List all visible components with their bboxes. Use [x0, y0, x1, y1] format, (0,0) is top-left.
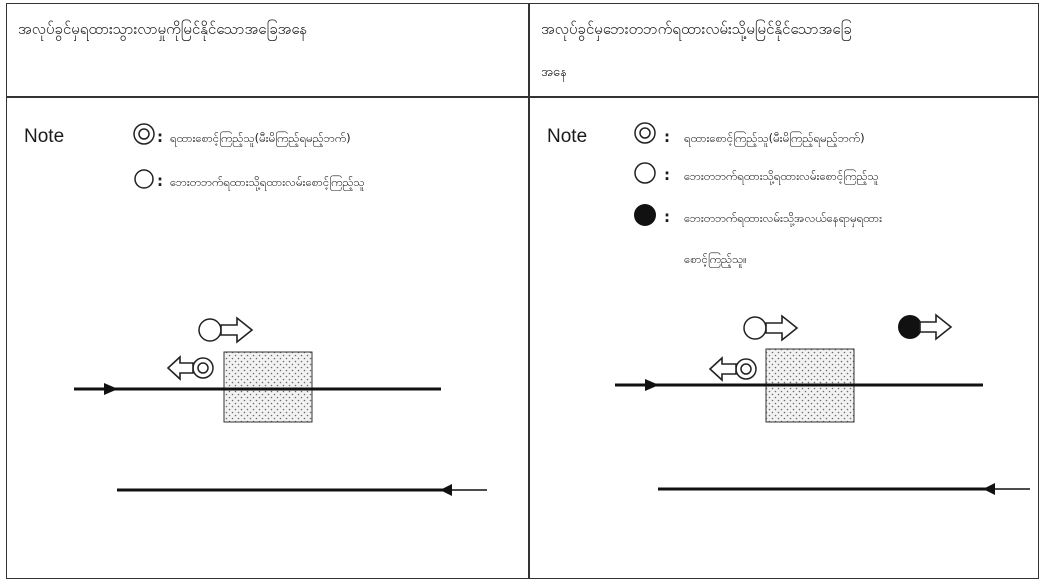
right-legend-colon-1: :: [664, 128, 670, 146]
left-lower-track-direction-arrow-icon: [440, 484, 452, 496]
right-legend-text-2: ဘေးတဘက်ရထားသို့ရထားလမ်းစောင့်ကြည့်သူ: [684, 169, 879, 183]
right-lower-track-direction-arrow-icon: [983, 483, 995, 495]
left-train-lookout-double-circle-icon: [192, 357, 214, 379]
row-divider: [6, 96, 1039, 98]
left-adjacent-lookout-open-circle-icon: [198, 318, 222, 342]
right-middle-lookout-arrow-icon: [919, 313, 953, 341]
left-legend-double-circle-icon: [133, 123, 155, 145]
right-legend-filled-circle-icon: [634, 204, 656, 226]
right-legend-text-3b: စောင့်ကြည့်သူ။: [684, 252, 747, 266]
right-note-label: Note: [547, 126, 588, 147]
right-header-line2: အနေ: [541, 65, 567, 80]
right-header-line1: အလုပ်ခွင်မှဘေးတဘက်ရထားလမ်းသို့မမြင်နိုင်…: [541, 20, 852, 38]
left-upper-track-direction-arrow-icon: [104, 383, 118, 395]
left-legend-colon-2: :: [157, 172, 163, 190]
left-adjacent-lookout-arrow-icon: [220, 316, 254, 344]
right-legend-text-1: ရထားစောင့်ကြည့်သူ(မီးမိကြည့်ရမည့်ဘက်): [684, 131, 865, 145]
right-adjacent-lookout-open-circle-icon: [743, 316, 767, 340]
right-legend-double-circle-icon: [634, 122, 656, 144]
left-legend-text-2: ဘေးတဘက်ရထားသို့ရထားလမ်းစောင့်ကြည့်သူ: [170, 175, 365, 189]
right-upper-track-direction-arrow-icon: [645, 379, 659, 391]
left-legend-colon-1: :: [157, 128, 163, 146]
left-lookout-direction-arrow-icon: [166, 355, 194, 381]
table-frame: [6, 3, 1039, 579]
right-train-lookout-double-circle-icon: [735, 358, 757, 380]
right-adjacent-lookout-arrow-icon: [765, 314, 799, 342]
right-legend-colon-2: :: [664, 166, 670, 184]
right-legend-text-3: ဘေးတဘက်ရထားလမ်းသို့အလယ်နေရာမှရထား: [684, 211, 883, 225]
left-header: အလုပ်ခွင်မှရထားသွားလာမှုကိုမြင်နိုင်သောအ…: [18, 20, 308, 38]
right-lookout-direction-arrow-icon: [708, 356, 737, 382]
left-note-label: Note: [24, 126, 65, 147]
right-legend-colon-3: :: [664, 208, 670, 226]
right-legend-open-circle-icon: [634, 162, 656, 184]
left-worksite-area: [223, 351, 313, 423]
right-middle-lookout-filled-circle-icon: [898, 315, 922, 339]
left-legend-text-1: ရထားစောင့်ကြည့်သူ(မီးမိကြည့်ရမည့်ဘက်): [170, 131, 351, 145]
left-legend-open-circle-icon: [134, 169, 154, 189]
column-divider: [528, 3, 530, 579]
